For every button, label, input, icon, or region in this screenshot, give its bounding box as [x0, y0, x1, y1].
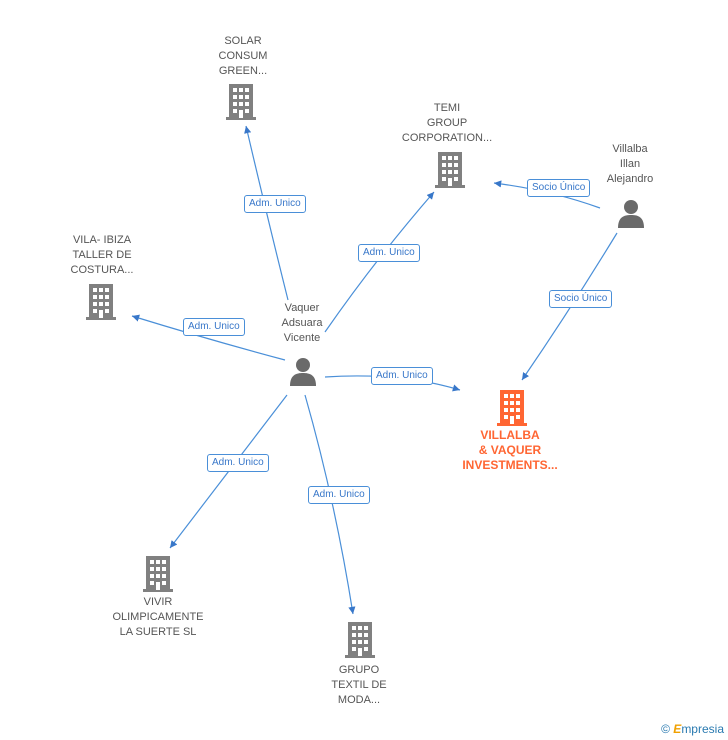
edge-badge: Adm. Unico: [207, 454, 269, 472]
edge-badge: Adm. Unico: [308, 486, 370, 504]
node-label-solar[interactable]: SOLAR CONSUM GREEN...: [218, 35, 268, 77]
building-icon: [345, 622, 375, 658]
edge-villalba-main: [521, 232, 618, 381]
copyright-icon: ©: [661, 722, 670, 736]
node-label-vaquer[interactable]: Vaquer Adsuara Vicente: [281, 302, 323, 344]
brand-name: mpresia: [681, 722, 724, 736]
edge-badge: Adm. Unico: [244, 195, 306, 213]
edge-badge: Socio Único: [527, 179, 591, 197]
building-icon: [226, 84, 256, 120]
node-label-vila[interactable]: VILA- IBIZA TALLER DE COSTURA...: [70, 234, 134, 276]
node-label-temi[interactable]: TEMI GROUP CORPORATION...: [401, 102, 493, 144]
edge-badge: Socio Único: [549, 290, 613, 308]
building-icon: [435, 152, 465, 188]
node-label-vivir[interactable]: VIVIR OLIMPICAMENTE LA SUERTE SL: [112, 596, 204, 638]
main-building-icon: [497, 390, 527, 426]
building-icon: [86, 284, 116, 320]
brand-initial: E: [673, 722, 682, 736]
edge-vaquer-grupo: [304, 394, 356, 615]
node-label-main[interactable]: VILLALBA & VAQUER INVESTMENTS...: [462, 428, 558, 472]
edge-badge: Adm. Unico: [371, 367, 433, 385]
edge-badge: Adm. Unico: [358, 244, 420, 262]
edge-vaquer-solar: [244, 125, 289, 301]
node-label-grupo[interactable]: GRUPO TEXTIL DE MODA...: [331, 664, 387, 706]
empresia-logo: © Empresia: [661, 722, 724, 736]
edge-vaquer-vila: [131, 314, 286, 361]
node-label-villalba-person[interactable]: Villalba Illan Alejandro: [606, 143, 654, 185]
person-icon: [290, 358, 316, 386]
building-icon: [143, 556, 173, 592]
edge-badge: Adm. Unico: [183, 318, 245, 336]
person-icon: [618, 200, 644, 228]
